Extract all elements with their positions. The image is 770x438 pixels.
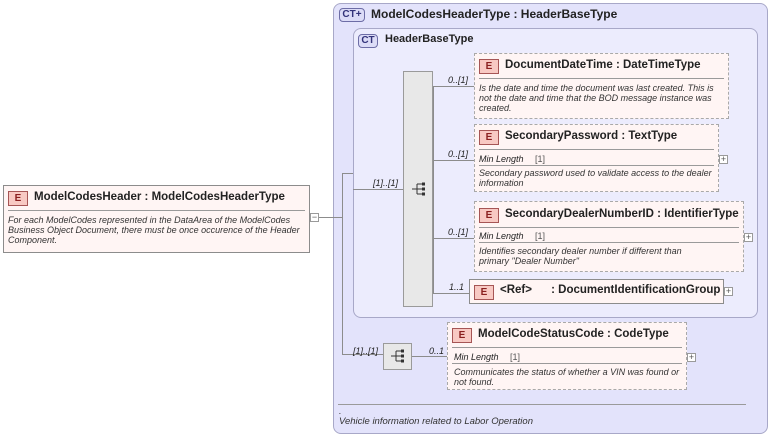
element-badge: E <box>479 208 499 223</box>
separator <box>452 347 682 348</box>
element-title: DocumentDateTime : DateTimeType <box>505 59 701 71</box>
element-badge: E <box>479 59 499 74</box>
separator <box>479 165 714 166</box>
trunk-top-branch <box>342 173 353 174</box>
expand-icon[interactable]: + <box>687 352 696 362</box>
element-document-identification-group[interactable]: E <Ref> : DocumentIdentificationGroup <box>469 279 724 304</box>
cardinality-document-date-time: 0..[1] <box>448 75 469 85</box>
expand-icon[interactable]: + <box>744 232 753 242</box>
base-type-title: HeaderBaseType <box>385 33 474 45</box>
branch-line-2 <box>433 160 474 161</box>
root-connector <box>310 217 342 218</box>
sequence-icon <box>390 348 406 369</box>
root-element-box[interactable]: E ModelCodesHeader : ModelCodesHeaderTyp… <box>3 185 310 253</box>
trunk-bottom-branch <box>342 354 383 355</box>
element-secondary-dealer-number-id[interactable]: E SecondaryDealerNumberID : IdentifierTy… <box>474 201 744 272</box>
element-badge: E <box>479 130 499 145</box>
branch-line-4 <box>433 293 469 294</box>
element-title: <Ref> : DocumentIdentificationGroup <box>500 284 721 296</box>
element-description: Identifies secondary dealer number if di… <box>479 246 682 266</box>
extension-branch-line <box>412 356 447 357</box>
extension-sequence-cardinality: [1]..[1] <box>353 346 379 356</box>
branch-line-1 <box>433 86 474 87</box>
separator <box>479 149 714 150</box>
element-description: Is the date and time the document was la… <box>479 83 714 113</box>
footer-mark: . <box>339 406 342 416</box>
separator <box>8 210 305 211</box>
element-document-date-time[interactable]: E DocumentDateTime : DateTimeType Is the… <box>474 53 729 119</box>
cardinality-model-code-status-code: 0..1 <box>429 346 445 356</box>
sequence-fanout-line <box>433 86 434 293</box>
collapse-icon[interactable]: − <box>310 212 319 222</box>
base-type-badge: CT <box>358 34 378 48</box>
element-badge: E <box>8 191 28 206</box>
expand-icon[interactable]: + <box>724 286 733 296</box>
complex-type-badge: CT+ <box>339 8 365 22</box>
separator <box>479 78 724 79</box>
sequence-compositor[interactable] <box>403 71 433 307</box>
separator <box>452 363 682 364</box>
element-title: SecondaryDealerNumberID : IdentifierType <box>505 208 739 220</box>
sequence-icon <box>411 181 427 202</box>
complex-type-description: Vehicle information related to Labor Ope… <box>339 416 533 427</box>
element-badge: E <box>452 328 472 343</box>
sequence-connector <box>353 189 403 190</box>
facet-value: [1] <box>510 352 521 362</box>
facet-value: [1] <box>535 154 546 164</box>
facet-name: Min Length <box>479 231 524 241</box>
facet-value: [1] <box>535 231 546 241</box>
root-element-title: ModelCodesHeader : ModelCodesHeaderType <box>34 191 285 203</box>
cardinality-secondary-password: 0..[1] <box>448 149 469 159</box>
cardinality-document-identification: 1..1 <box>449 282 465 292</box>
element-title: SecondaryPassword : TextType <box>505 130 678 142</box>
facet-name: Min Length <box>479 154 524 164</box>
sequence-cardinality: [1]..[1] <box>373 178 399 188</box>
facet-name: Min Length <box>454 352 499 362</box>
footer-separator <box>338 404 746 405</box>
trunk-line <box>342 173 343 354</box>
element-secondary-password[interactable]: E SecondaryPassword : TextType Min Lengt… <box>474 124 719 192</box>
expand-icon[interactable]: + <box>719 154 728 164</box>
element-title: ModelCodeStatusCode : CodeType <box>478 328 669 340</box>
element-description: Secondary password used to validate acce… <box>479 168 712 188</box>
element-badge: E <box>474 285 494 300</box>
cardinality-secondary-dealer-number: 0..[1] <box>448 227 469 237</box>
element-model-code-status-code[interactable]: E ModelCodeStatusCode : CodeType Min Len… <box>447 322 687 390</box>
separator <box>479 227 739 228</box>
branch-line-3 <box>433 238 474 239</box>
element-description: Communicates the status of whether a VIN… <box>454 367 680 387</box>
root-element-description: For each ModelCodes represented in the D… <box>8 215 300 245</box>
separator <box>479 242 739 243</box>
complex-type-title: ModelCodesHeaderType : HeaderBaseType <box>371 7 618 21</box>
